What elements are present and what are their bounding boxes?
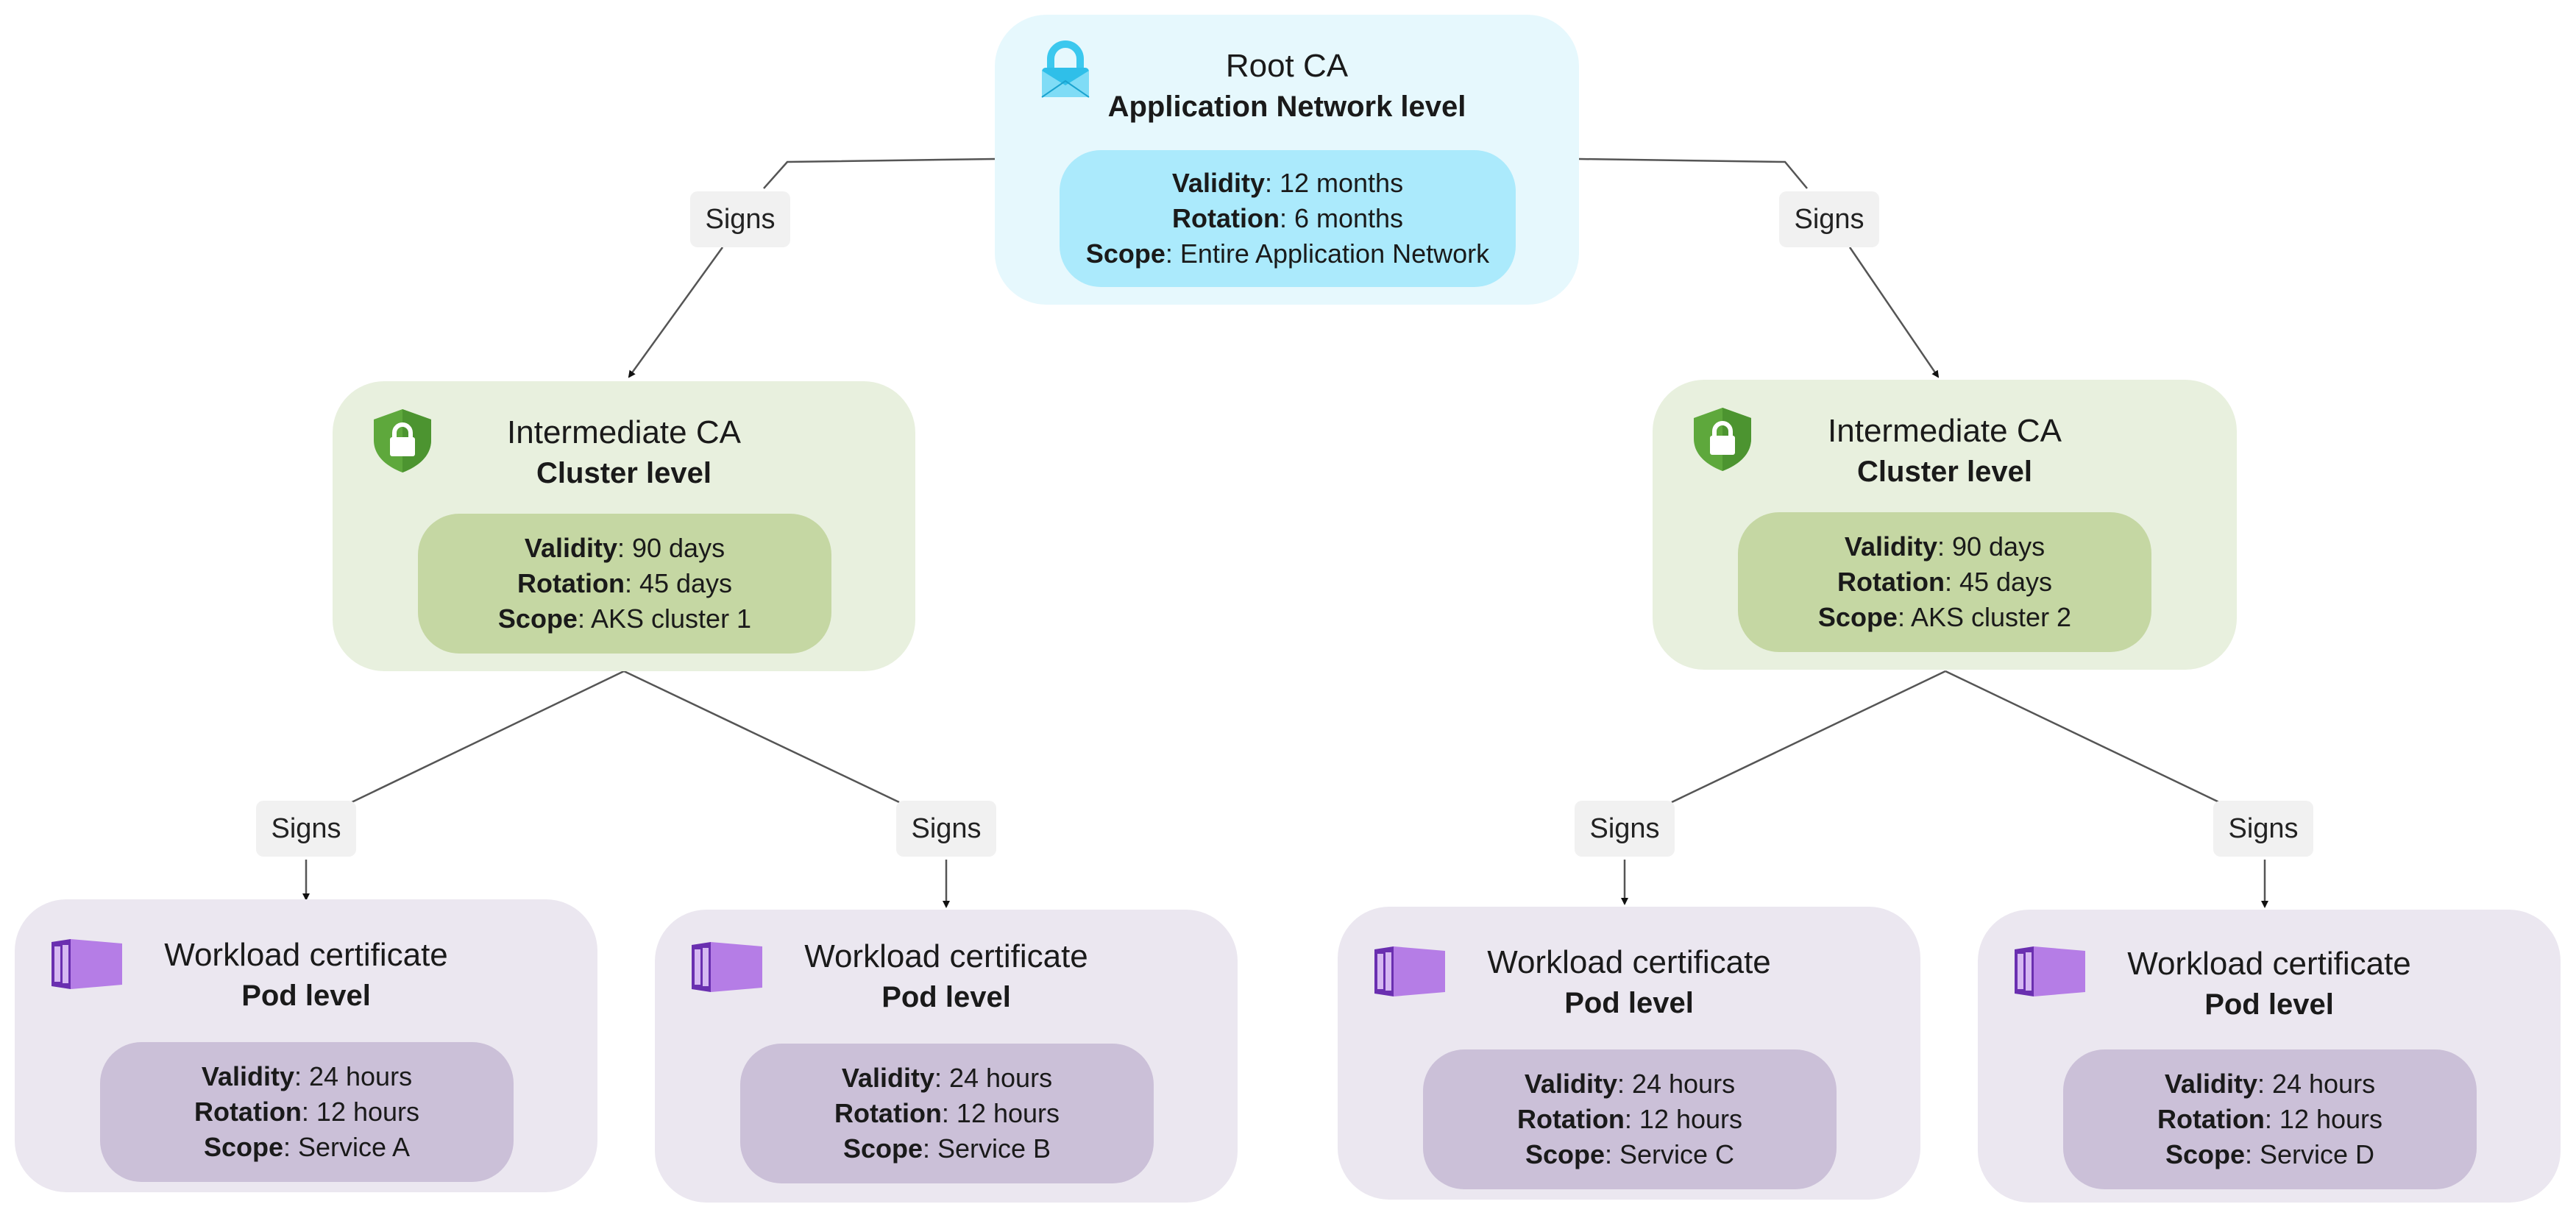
intermediate-ca-node-1: Intermediate CA Cluster level Validity: … — [333, 381, 915, 671]
validity-row: Validity: 24 hours — [2164, 1069, 2376, 1099]
intermediate-ca-details: Validity: 90 days Rotation: 45 days Scop… — [418, 514, 831, 654]
edge-intermediate-2-to-workload-d — [1945, 670, 2220, 804]
workload-cert-title: Workload certificate — [804, 938, 1088, 974]
container-icon — [2015, 946, 2085, 996]
workload-cert-details: Validity: 24 hours Rotation: 12 hours Sc… — [740, 1044, 1154, 1183]
workload-cert-title: Workload certificate — [164, 937, 448, 973]
scope-row: Scope: Entire Application Network — [1085, 238, 1490, 269]
intermediate-ca-level: Cluster level — [1857, 456, 2032, 488]
workload-cert-details: Validity: 24 hours Rotation: 12 hours Sc… — [1423, 1049, 1837, 1189]
validity-row: Validity: 12 months — [1171, 168, 1404, 198]
rotation-row: Rotation: 12 hours — [194, 1097, 420, 1127]
intermediate-ca-details: Validity: 90 days Rotation: 45 days Scop… — [1738, 512, 2151, 652]
shield-lock-icon — [374, 409, 431, 472]
workload-cert-node-d: Workload certificate Pod level Validity:… — [1978, 910, 2561, 1203]
root-ca-details: Validity: 12 months Rotation: 6 months S… — [1060, 150, 1516, 287]
scope-row: Scope: Service D — [2165, 1139, 2375, 1169]
scope-row: Scope: AKS cluster 2 — [1817, 602, 2072, 632]
workload-cert-details: Validity: 24 hours Rotation: 12 hours Sc… — [100, 1042, 514, 1182]
root-ca-title: Root CA — [1225, 48, 1349, 84]
workload-cert-level: Pod level — [241, 980, 371, 1012]
validity-row: Validity: 24 hours — [201, 1061, 413, 1091]
edge-root-to-intermediate-2 — [1578, 157, 1808, 189]
container-icon — [1374, 946, 1445, 996]
signs-label-cluster1-right: Signs — [896, 801, 996, 857]
signs-label-root-right: Signs — [1779, 191, 1879, 247]
validity-row: Validity: 24 hours — [1524, 1069, 1736, 1099]
edge-intermediate-1-to-workload-b — [623, 670, 900, 804]
signs-label-cluster1-left: Signs — [256, 801, 356, 857]
edge-root-to-intermediate-1-arrow — [628, 247, 724, 378]
rotation-row: Rotation: 12 hours — [834, 1098, 1060, 1128]
workload-cert-node-b: Workload certificate Pod level Validity:… — [655, 910, 1238, 1203]
edge-intermediate-1-to-workload-a — [351, 670, 625, 804]
workload-cert-node-a: Workload certificate Pod level Validity:… — [15, 899, 597, 1192]
workload-cert-level: Pod level — [2204, 988, 2334, 1021]
validity-row: Validity: 90 days — [1844, 531, 2045, 562]
container-icon — [692, 942, 762, 992]
validity-row: Validity: 90 days — [524, 533, 725, 563]
intermediate-ca-title: Intermediate CA — [507, 414, 741, 450]
workload-cert-title: Workload certificate — [2127, 946, 2411, 982]
workload-cert-level: Pod level — [881, 981, 1011, 1013]
rotation-row: Rotation: 6 months — [1171, 203, 1404, 233]
edge-root-to-intermediate-2-arrow — [1848, 247, 1940, 378]
edge-intermediate-2-to-workload-c — [1671, 670, 1946, 804]
workload-cert-details: Validity: 24 hours Rotation: 12 hours Sc… — [2063, 1049, 2477, 1189]
rotation-row: Rotation: 45 days — [1837, 567, 2053, 597]
root-ca-level: Application Network level — [1107, 91, 1466, 123]
intermediate-ca-title: Intermediate CA — [1828, 413, 2062, 449]
container-icon — [52, 939, 122, 989]
workload-cert-level: Pod level — [1564, 987, 1694, 1019]
intermediate-ca-level: Cluster level — [536, 457, 712, 489]
intermediate-ca-node-2: Intermediate CA Cluster level Validity: … — [1653, 380, 2237, 670]
scope-row: Scope: AKS cluster 1 — [497, 603, 752, 634]
rotation-row: Rotation: 12 hours — [1516, 1104, 1743, 1134]
root-ca-node: Root CA Application Network level Validi… — [995, 15, 1579, 305]
rotation-row: Rotation: 12 hours — [2157, 1104, 2383, 1134]
scope-row: Scope: Service C — [1525, 1139, 1735, 1169]
signs-label-root-left: Signs — [690, 191, 790, 247]
shield-lock-icon — [1694, 408, 1751, 471]
signs-label-cluster2-right: Signs — [2213, 801, 2313, 857]
workload-cert-node-c: Workload certificate Pod level Validity:… — [1338, 907, 1920, 1200]
scope-row: Scope: Service A — [203, 1132, 411, 1162]
workload-cert-title: Workload certificate — [1487, 944, 1771, 980]
lock-envelope-icon — [1041, 40, 1090, 98]
edge-root-to-intermediate-1 — [763, 157, 996, 189]
scope-row: Scope: Service B — [842, 1133, 1051, 1164]
validity-row: Validity: 24 hours — [841, 1063, 1053, 1093]
rotation-row: Rotation: 45 days — [517, 568, 733, 598]
signs-label-cluster2-left: Signs — [1575, 801, 1675, 857]
